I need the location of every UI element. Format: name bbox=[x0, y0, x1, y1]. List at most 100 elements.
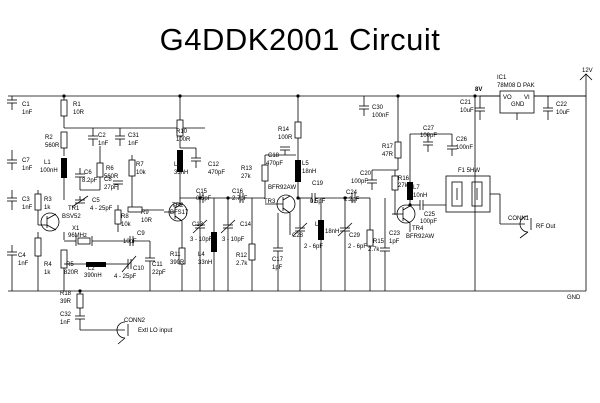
tr2-stage bbox=[164, 96, 265, 291]
label-r12: R12 bbox=[236, 253, 248, 259]
label-f1: F1 5HW bbox=[458, 168, 480, 174]
value-c25: 100pF bbox=[420, 219, 437, 225]
label-r18: R18 bbox=[60, 291, 72, 297]
label-ic-vi: VI bbox=[524, 95, 530, 101]
label-tr4: TR4 bbox=[412, 226, 424, 232]
label-tr1: TR1 bbox=[68, 206, 80, 212]
label-c25: C25 bbox=[424, 212, 436, 218]
label-r13: R13 bbox=[241, 166, 253, 172]
f1-filter bbox=[445, 175, 525, 225]
value-ic1: 78M08 D PAK bbox=[497, 83, 535, 89]
label-r1: R1 bbox=[73, 102, 81, 108]
value-c28: 2 - 6pF bbox=[304, 244, 323, 250]
value-l5: 18nH bbox=[302, 169, 316, 175]
tr4-stage bbox=[345, 96, 457, 291]
component-labels: C1 1nF R1 10R C2 1nF C31 1nF R2 560R R10… bbox=[18, 68, 593, 334]
value-r8: 10k bbox=[121, 222, 132, 228]
label-c21: C21 bbox=[460, 100, 472, 106]
label-c20: C20 bbox=[360, 171, 372, 177]
value-c11: 22pF bbox=[152, 270, 166, 276]
value-c29: 2 - 6pF bbox=[348, 244, 367, 250]
value-l1: 100nH bbox=[40, 168, 58, 174]
value-c3: 1nF bbox=[22, 205, 33, 211]
label-c28: C28 bbox=[292, 233, 304, 239]
value-r10: 100R bbox=[176, 137, 191, 143]
value-c21: 10uF bbox=[460, 108, 474, 114]
value-c20: 100pF bbox=[351, 179, 368, 185]
label-r7: R7 bbox=[136, 162, 144, 168]
label-r14: R14 bbox=[278, 127, 290, 133]
value-r16: 27k bbox=[398, 183, 409, 189]
label-c11: C11 bbox=[152, 262, 163, 268]
value-tr4: BFR92AW bbox=[406, 234, 434, 240]
value-r12: 2.7k bbox=[236, 261, 248, 267]
label-r4: R4 bbox=[44, 262, 52, 268]
label-c27: C27 bbox=[423, 126, 435, 132]
label-c5: C5 bbox=[92, 198, 100, 204]
value-c24: 2.2pF bbox=[344, 197, 360, 203]
value-r14: 100R bbox=[278, 135, 293, 141]
value-c18: 470pF bbox=[266, 161, 283, 167]
label-conn1: CONN1 bbox=[508, 216, 530, 222]
label-l4: L4 bbox=[198, 252, 205, 258]
value-r7: 10k bbox=[136, 170, 147, 176]
label-conn2: CONN2 bbox=[124, 318, 146, 324]
label-tr3-part: BFR92AW bbox=[268, 185, 296, 191]
value-r6: 560R bbox=[104, 174, 119, 180]
value-r11: 390R bbox=[170, 260, 185, 266]
value-c10: 4 - 25pF bbox=[114, 274, 137, 280]
label-rf-out: RF Out bbox=[536, 224, 556, 230]
value-c14: 3 - 10pF bbox=[222, 237, 245, 243]
label-r11: R11 bbox=[170, 252, 181, 258]
page-title: G4DDK2001 Circuit bbox=[159, 22, 441, 57]
label-l2: L2 bbox=[88, 266, 95, 272]
value-x1: 96MHz bbox=[68, 233, 87, 239]
label-tr3: TR3 bbox=[264, 199, 276, 205]
value-r1: 10R bbox=[73, 110, 85, 116]
label-c4: C4 bbox=[18, 253, 26, 259]
value-c23: 1pF bbox=[389, 239, 400, 245]
label-c23: C23 bbox=[389, 231, 401, 237]
value-c2: 1nF bbox=[98, 141, 109, 147]
junction-dots bbox=[62, 94, 477, 293]
label-r9: R9 bbox=[141, 210, 149, 216]
label-c18: C18 bbox=[268, 153, 280, 159]
label-c10: C10 bbox=[133, 266, 145, 272]
value-c17: 1pF bbox=[272, 265, 283, 271]
value-c32: 1nF bbox=[60, 320, 71, 326]
value-c8: 27pF bbox=[104, 185, 118, 191]
value-r5: 820R bbox=[64, 270, 79, 276]
value-c6: 8.2pF bbox=[82, 178, 98, 184]
label-c8: C8 bbox=[104, 177, 112, 183]
label-c22: C22 bbox=[556, 102, 568, 108]
label-12v: 12V bbox=[582, 68, 593, 74]
value-r15: 2.7k bbox=[368, 247, 380, 253]
label-ic-vo: VO bbox=[503, 95, 512, 101]
value-c15: 0.5pF bbox=[196, 196, 212, 202]
value-c1: 1nF bbox=[22, 110, 33, 116]
label-l3: L3 bbox=[174, 162, 181, 168]
label-x1: X1 bbox=[72, 226, 80, 232]
value-r2: 560R bbox=[45, 143, 60, 149]
value-c22: 10uF bbox=[556, 110, 570, 116]
label-c15: C15 bbox=[196, 189, 208, 195]
label-c12: C12 bbox=[208, 162, 220, 168]
label-ext-lo: Extl LO input bbox=[138, 328, 173, 334]
value-tr1: BSV52 bbox=[62, 214, 81, 220]
label-c17: C17 bbox=[272, 257, 284, 263]
value-r17: 47R bbox=[382, 152, 394, 158]
value-c27: 100pF bbox=[420, 133, 437, 139]
value-r13: 27k bbox=[241, 174, 252, 180]
value-c7: 1nF bbox=[22, 166, 33, 172]
value-r4: 1k bbox=[44, 270, 51, 276]
label-tr2: TR2 bbox=[172, 203, 184, 209]
label-l7: L7 bbox=[413, 185, 420, 191]
value-r18: 39R bbox=[60, 299, 72, 305]
label-c6: C6 bbox=[84, 170, 92, 176]
label-l6: L6 bbox=[315, 222, 322, 228]
conn1-rf-out-connector bbox=[519, 215, 532, 239]
value-c31: 1nF bbox=[128, 141, 139, 147]
label-ic1: IC1 bbox=[497, 75, 507, 81]
label-c14: C14 bbox=[240, 222, 252, 228]
